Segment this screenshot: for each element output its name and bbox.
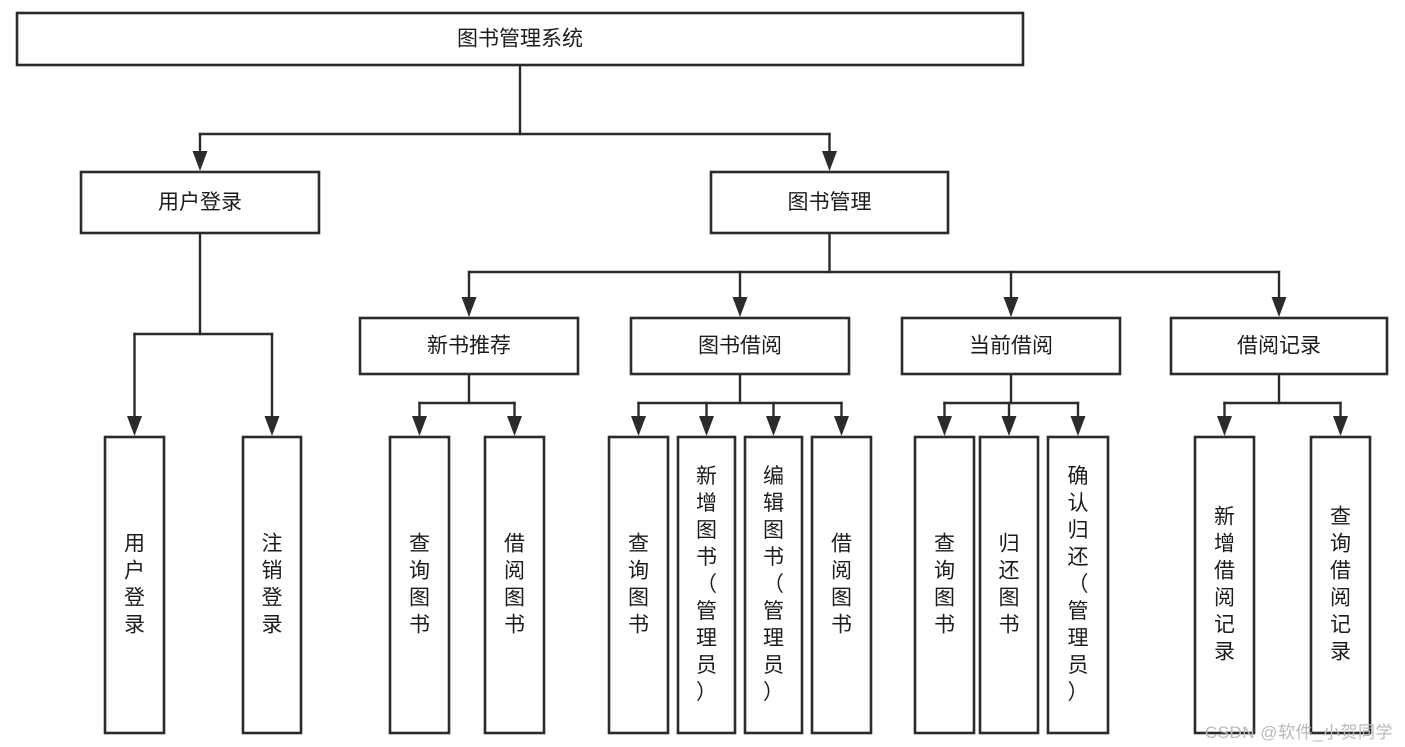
node-box-leaf-cb-confirm-return [1046,435,1110,735]
node-box-book-manage [709,170,950,235]
node-leaf-br-add-record[interactable]: 新增借阅记录 [1193,435,1256,735]
node-current-borrow[interactable]: 当前借阅 [900,316,1122,376]
node-label-leaf-bb-query-book: 查询图书 [628,532,649,636]
node-label-new-book-rec: 新书推荐 [427,335,511,358]
node-box-leaf-cb-query-book [913,435,976,735]
node-book-borrow[interactable]: 图书借阅 [629,316,851,376]
arrow-head-leaf-bb-edit-book [766,416,781,436]
node-label-leaf-bb-edit-book: 编辑图书（管理员） [763,465,784,704]
node-leaf-bb-borrow-book[interactable]: 借阅图书 [810,435,873,735]
arrow-head-leaf-br-query-record [1333,416,1348,436]
node-label-leaf-rec-query-book: 查询图书 [409,532,430,636]
node-box-book-borrow [629,316,851,376]
node-box-new-book-rec [358,316,580,376]
node-label-leaf-cb-query-book: 查询图书 [934,532,955,636]
node-box-leaf-rec-borrow-book [483,435,546,735]
node-box-leaf-user-logout [241,435,303,735]
node-label-leaf-cb-confirm-return: 确认归还（管理员） [1068,465,1089,704]
node-book-manage[interactable]: 图书管理 [709,170,950,235]
arrow-head-leaf-cb-query-book [937,416,952,436]
node-box-current-borrow [900,316,1122,376]
node-leaf-bb-add-book[interactable]: 新增图书（管理员） [676,435,737,735]
node-leaf-rec-borrow-book[interactable]: 借阅图书 [483,435,546,735]
arrow-head-leaf-bb-borrow-book [834,416,849,436]
node-label-leaf-user-login: 用户登录 [124,532,145,636]
node-label-leaf-br-add-record: 新增借阅记录 [1214,505,1235,663]
node-label-borrow-record: 借阅记录 [1237,335,1321,358]
node-box-leaf-rec-query-book [388,435,451,735]
node-leaf-cb-return-book[interactable]: 归还图书 [978,435,1040,735]
node-label-leaf-bb-add-book: 新增图书（管理员） [696,465,717,704]
node-box-leaf-cb-return-book [978,435,1040,735]
node-box-leaf-br-query-record [1309,435,1372,735]
node-label-book-borrow: 图书借阅 [698,335,782,358]
edges-layer [127,63,1348,436]
node-box-leaf-bb-edit-book [743,435,804,735]
node-label-current-borrow: 当前借阅 [969,335,1053,358]
arrow-head-leaf-user-logout [264,416,280,436]
node-borrow-record[interactable]: 借阅记录 [1169,316,1389,376]
node-root[interactable]: 图书管理系统 [15,11,1025,67]
node-leaf-user-login[interactable]: 用户登录 [103,435,166,735]
node-label-book-manage: 图书管理 [788,191,872,214]
node-label-leaf-cb-return-book: 归还图书 [999,532,1020,636]
arrow-head-book-manage [822,151,837,171]
node-leaf-bb-query-book[interactable]: 查询图书 [607,435,670,735]
arrow-head-leaf-bb-add-book [699,416,714,436]
node-label-user-login: 用户登录 [158,191,242,214]
arrow-head-new-book-rec [461,297,477,317]
node-leaf-bb-edit-book[interactable]: 编辑图书（管理员） [743,435,804,735]
node-leaf-user-logout[interactable]: 注销登录 [241,435,303,735]
arrow-head-leaf-bb-query-book [631,416,646,436]
arrow-head-user-login [192,151,208,171]
arrow-head-book-borrow [732,297,748,317]
nodes-layer: 图书管理系统用户登录图书管理新书推荐图书借阅当前借阅借阅记录用户登录注销登录查询… [15,11,1389,735]
arrow-head-leaf-cb-return-book [1001,416,1017,436]
node-box-leaf-bb-add-book [676,435,737,735]
node-box-borrow-record [1169,316,1389,376]
arrow-head-leaf-rec-borrow-book [507,416,522,436]
arrow-head-current-borrow [1003,297,1019,317]
arrow-head-leaf-rec-query-book [412,416,427,436]
node-user-login[interactable]: 用户登录 [79,170,321,235]
node-box-leaf-br-add-record [1193,435,1256,735]
node-leaf-cb-query-book[interactable]: 查询图书 [913,435,976,735]
node-label-leaf-br-query-record: 查询借阅记录 [1330,505,1351,663]
node-box-leaf-user-login [103,435,166,735]
node-box-leaf-bb-query-book [607,435,670,735]
node-label-leaf-user-logout: 注销登录 [262,532,283,636]
arrow-head-leaf-cb-confirm-return [1070,416,1086,436]
node-box-root [15,11,1025,67]
node-label-root: 图书管理系统 [457,28,583,51]
node-box-user-login [79,170,321,235]
arrow-head-leaf-user-login [127,416,142,436]
arrow-head-leaf-br-add-record [1217,416,1232,436]
node-leaf-cb-confirm-return[interactable]: 确认归还（管理员） [1046,435,1110,735]
node-label-leaf-bb-borrow-book: 借阅图书 [831,532,852,636]
node-new-book-rec[interactable]: 新书推荐 [358,316,580,376]
node-leaf-rec-query-book[interactable]: 查询图书 [388,435,451,735]
node-label-leaf-rec-borrow-book: 借阅图书 [504,532,525,636]
node-leaf-br-query-record[interactable]: 查询借阅记录 [1309,435,1372,735]
arrow-head-borrow-record [1271,297,1287,317]
node-box-leaf-bb-borrow-book [810,435,873,735]
